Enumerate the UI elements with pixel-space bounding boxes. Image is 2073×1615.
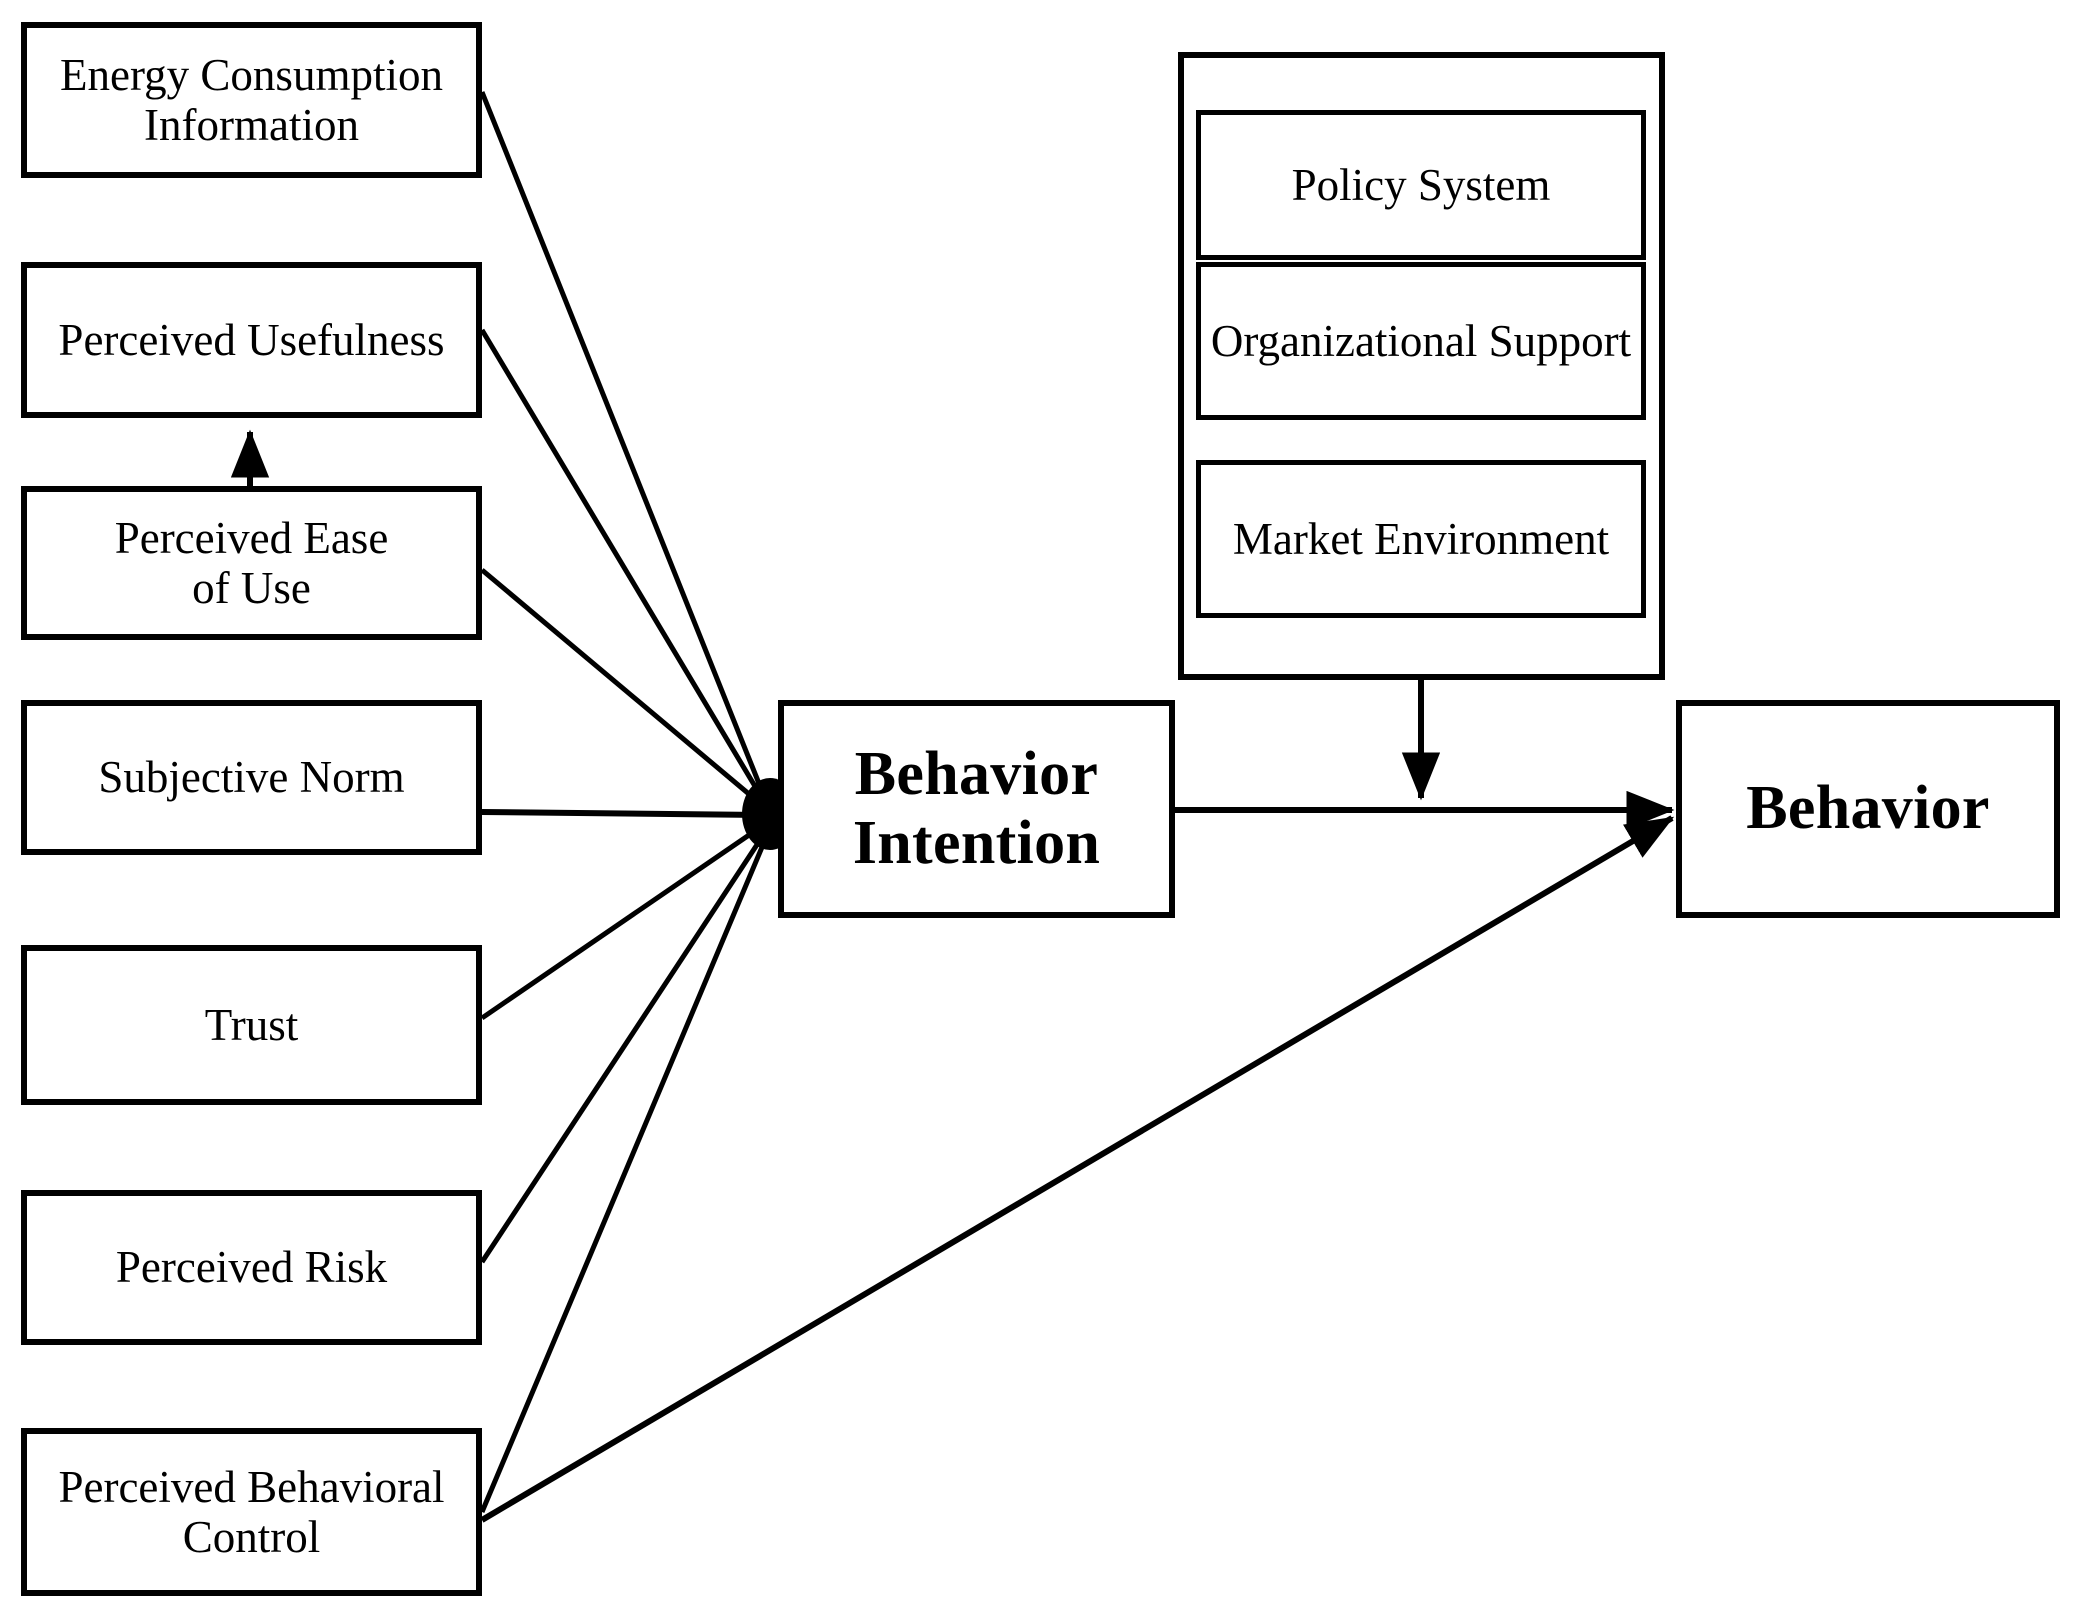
node-label: Perceived Behavioral Control: [58, 1461, 445, 1562]
node-label: Organizational Support: [1210, 315, 1632, 366]
node-label: Policy System: [1291, 159, 1551, 210]
edge-trust-to-bi: [480, 819, 770, 1021]
node-label: Market Environment: [1232, 513, 1610, 564]
node-organizational-support[interactable]: Organizational Support: [1196, 262, 1646, 420]
node-perceived-ease-of-use[interactable]: Perceived Ease of Use: [21, 486, 482, 640]
node-label: Behavior: [1746, 774, 1990, 843]
node-label: Perceived Ease of Use: [114, 512, 389, 613]
node-subjective-norm[interactable]: Subjective Norm: [21, 700, 482, 855]
node-perceived-behavioral-control[interactable]: Perceived Behavioral Control: [21, 1428, 482, 1596]
node-perceived-risk[interactable]: Perceived Risk: [21, 1190, 482, 1345]
edge-eci-to-bi: [479, 91, 771, 807]
edge-pbc-to-bi: [479, 832, 771, 1513]
node-policy-system[interactable]: Policy System: [1196, 110, 1646, 260]
node-label: Energy Consumption Information: [60, 49, 443, 150]
node-label: Subjective Norm: [98, 752, 405, 803]
node-energy-consumption-information[interactable]: Energy Consumption Information: [21, 22, 482, 178]
node-label: Perceived Usefulness: [58, 314, 445, 365]
edge-pu-to-bi: [479, 328, 771, 810]
node-label: Trust: [204, 999, 299, 1050]
edge-pr-to-bi: [479, 826, 771, 1264]
node-behavior-intention[interactable]: Behavior Intention: [778, 700, 1175, 918]
node-trust[interactable]: Trust: [21, 945, 482, 1105]
node-market-environment[interactable]: Market Environment: [1196, 460, 1646, 618]
node-label: Behavior Intention: [852, 739, 1101, 877]
edge-pbc-to-behavior: [480, 815, 1675, 1523]
node-label: Perceived Risk: [115, 1242, 388, 1293]
node-behavior[interactable]: Behavior: [1676, 700, 2060, 918]
edge-peou-to-bi: [480, 568, 770, 812]
edge-sn-to-bi: [481, 809, 769, 818]
node-perceived-usefulness[interactable]: Perceived Usefulness: [21, 262, 482, 418]
